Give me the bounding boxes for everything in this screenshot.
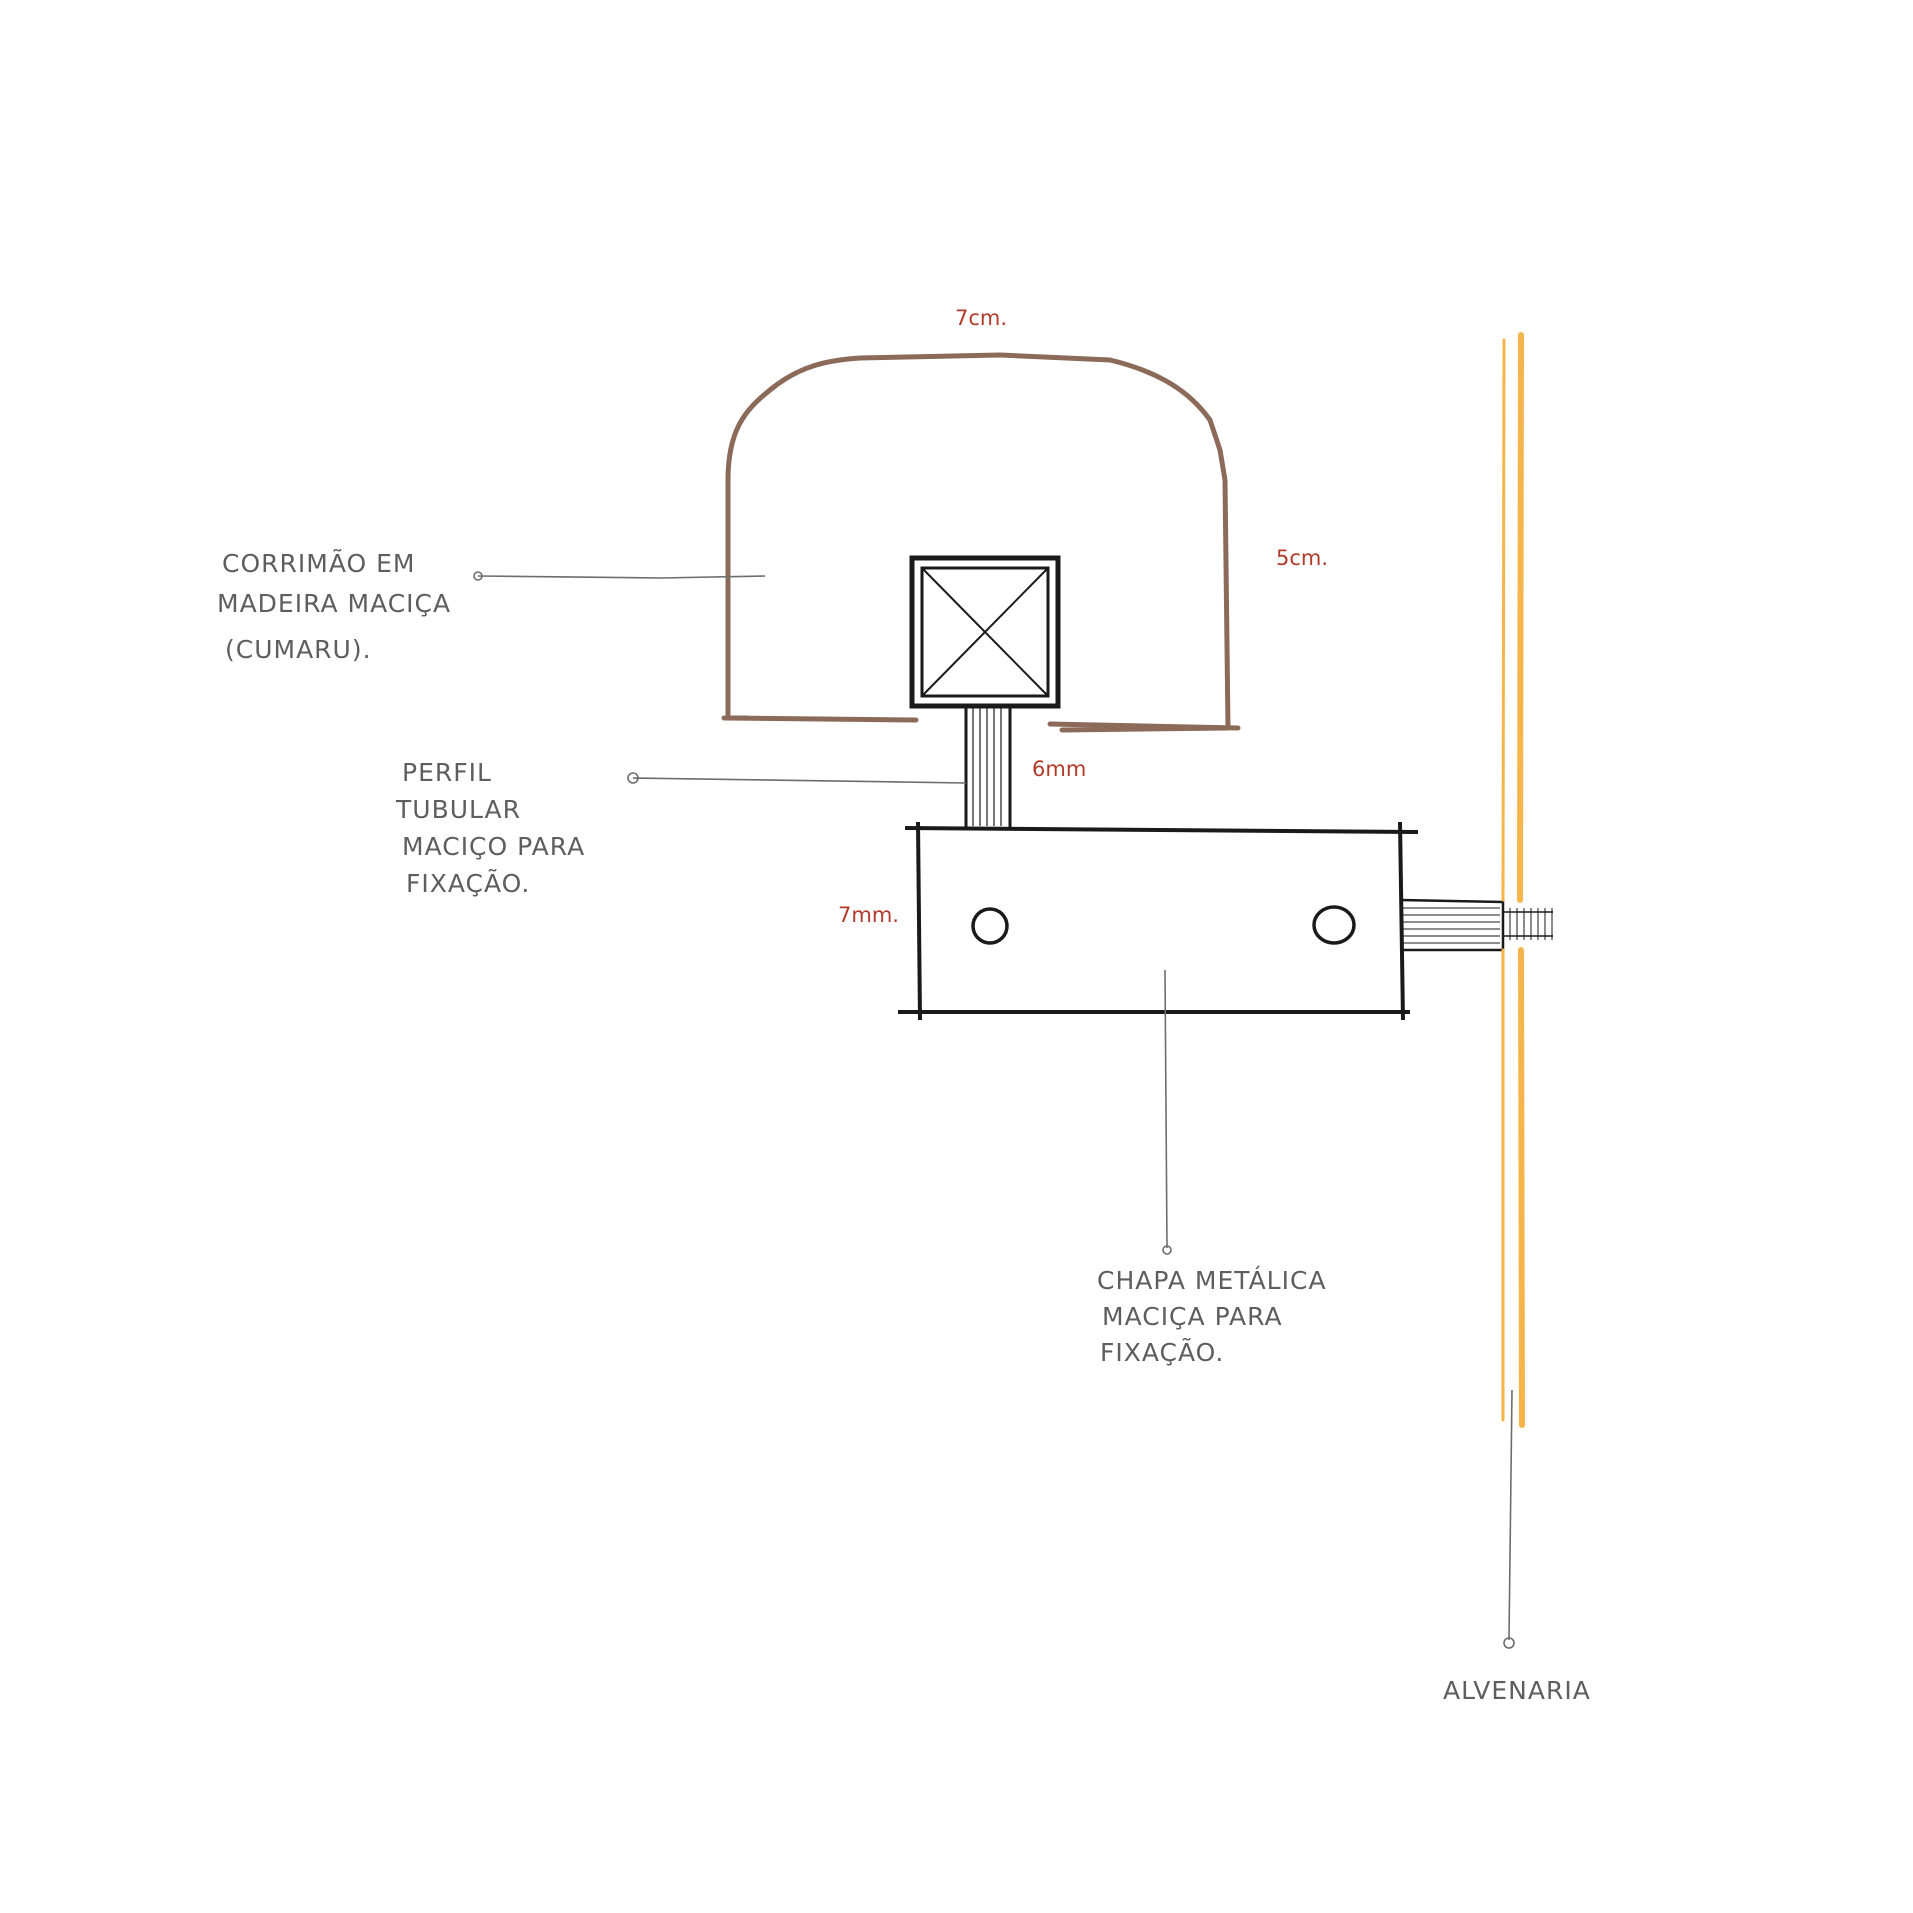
handrail-note-line-1: CORRIMÃO EM bbox=[222, 548, 415, 578]
profile-width-dimension: 6mm bbox=[1032, 757, 1086, 781]
profile-leader-dot bbox=[627, 772, 639, 784]
wall-anchor bbox=[1399, 898, 1553, 952]
wall-leader-line bbox=[1508, 1389, 1513, 1641]
plate-left-edge bbox=[916, 821, 922, 1021]
metal-plate bbox=[898, 821, 1419, 1021]
profile-note-line-2: TUBULAR bbox=[395, 795, 521, 824]
plate-top-edge bbox=[904, 826, 1419, 834]
square-profile bbox=[909, 555, 1061, 709]
square-profile-inner bbox=[920, 566, 1050, 698]
handrail-outline bbox=[725, 352, 1231, 733]
plate-note-line-1: CHAPA METÁLICA bbox=[1097, 1266, 1327, 1295]
anchor-top bbox=[1399, 898, 1504, 904]
handrail-note-line-3: (CUMARU). bbox=[225, 635, 372, 664]
handrail-bottom-edge-right bbox=[1047, 721, 1241, 731]
profile-leader-line bbox=[632, 777, 967, 784]
masonry-wall bbox=[1501, 332, 1525, 1428]
handrail-height-dimension: 5cm. bbox=[1276, 546, 1328, 570]
plate-leader-dot bbox=[1162, 1245, 1172, 1255]
wall-note: ALVENARIA bbox=[1443, 1676, 1591, 1705]
leader-lines bbox=[473, 571, 1515, 1649]
handrail-leader-line bbox=[477, 575, 766, 579]
wooden-handrail bbox=[721, 352, 1241, 733]
handrail-bottom-edge-left bbox=[721, 715, 919, 723]
plate-leader-line bbox=[1164, 969, 1168, 1249]
tubular-connector bbox=[964, 706, 1012, 828]
profile-note-line-4: FIXAÇÃO. bbox=[406, 868, 530, 898]
handrail-width-dimension: 7cm. bbox=[955, 306, 1007, 330]
square-profile-outer bbox=[909, 555, 1061, 709]
plate-note-line-3: FIXAÇÃO. bbox=[1100, 1337, 1224, 1367]
plate-hole-left bbox=[971, 907, 1009, 945]
wall-leader-dot bbox=[1503, 1637, 1515, 1649]
masonry-line-right bbox=[1517, 332, 1525, 1428]
plate-note-line-2: MACIÇA PARA bbox=[1102, 1302, 1283, 1331]
square-profile-cross-2 bbox=[921, 567, 1049, 697]
plate-thickness-dimension: 7mm. bbox=[838, 903, 899, 927]
plate-right-edge bbox=[1398, 821, 1405, 1021]
masonry-line-left bbox=[1501, 338, 1506, 1422]
profile-note-line-1: PERFIL bbox=[402, 758, 492, 787]
handrail-note-line-2: MADEIRA MACIÇA bbox=[217, 589, 451, 618]
profile-note-line-3: MACIÇO PARA bbox=[402, 832, 585, 861]
plate-hole-right bbox=[1312, 905, 1356, 945]
handrail-leader-dot bbox=[473, 571, 483, 581]
